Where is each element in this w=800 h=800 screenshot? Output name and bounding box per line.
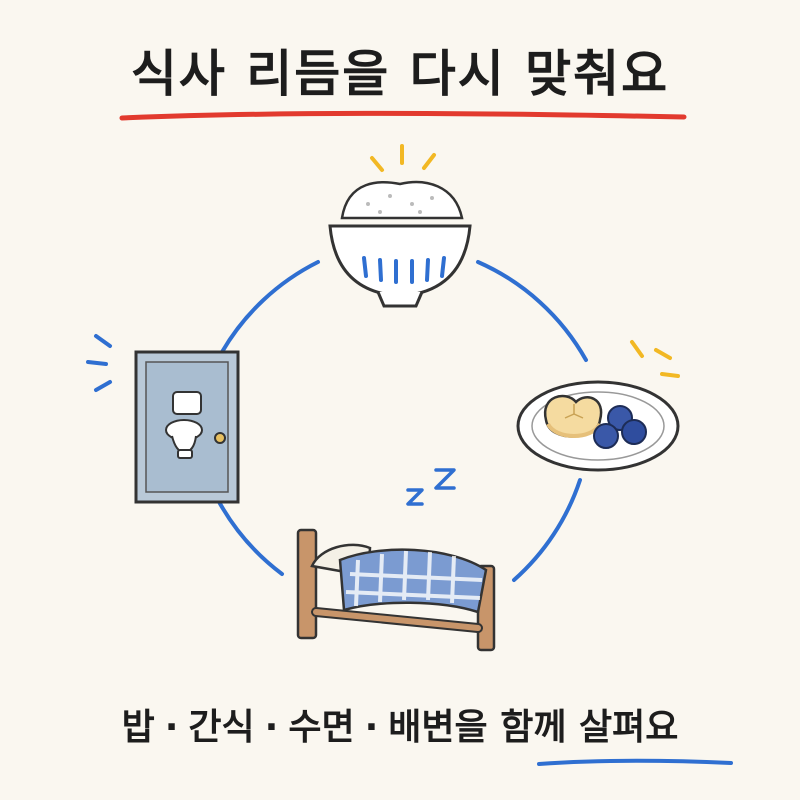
caption-separator: ·	[264, 707, 279, 748]
caption-separator: ·	[364, 707, 379, 748]
caption-separator: ·	[164, 707, 179, 748]
caption-item-rice: 밥	[121, 707, 155, 748]
caption-item-snack: 간식	[188, 707, 255, 748]
title-underline	[119, 110, 687, 121]
toilet-symbol	[165, 391, 203, 459]
caption-underline	[537, 758, 733, 766]
caption-item-bowel: 배변을	[388, 707, 488, 748]
page-title: 식사 리듬을 다시 맞춰요	[130, 45, 670, 103]
caption-check: 살펴요	[579, 707, 679, 748]
cycle-connector-lines	[216, 260, 588, 582]
caption-together: 함께	[500, 707, 567, 748]
sleep-zz	[406, 468, 456, 506]
bed-icon	[296, 468, 496, 652]
snack-plate-icon	[516, 340, 680, 472]
rice-bowl-icon	[328, 144, 472, 308]
caption: 밥·간식·수면·배변을 함께 살펴요	[0, 698, 800, 750]
toilet-door-icon	[86, 334, 240, 504]
caption-item-sleep: 수면	[288, 707, 355, 748]
